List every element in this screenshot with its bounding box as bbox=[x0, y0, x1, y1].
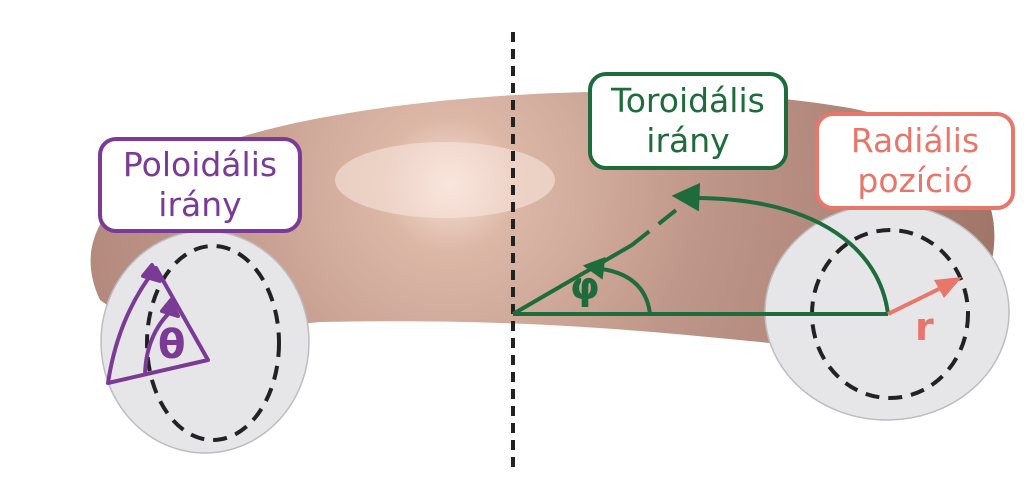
toroidal-direction-label: Toroidális irány bbox=[588, 72, 788, 170]
toroidal-angle-marker bbox=[511, 182, 890, 316]
radial-label-line1: Radiális bbox=[850, 121, 980, 160]
poloidal-label-line2: irány bbox=[158, 185, 242, 224]
toroidal-label-line2: irány bbox=[646, 121, 730, 160]
left-cross-section bbox=[100, 230, 310, 454]
radial-arrow bbox=[887, 277, 962, 316]
radial-position-label: Radiális pozíció bbox=[815, 112, 1015, 210]
radial-label-line2: pozíció bbox=[857, 161, 973, 200]
phi-symbol: φ bbox=[570, 264, 600, 308]
poloidal-direction-label: Poloidális irány bbox=[98, 137, 302, 233]
poloidal-angle-marker bbox=[106, 263, 210, 385]
r-symbol: r bbox=[915, 305, 934, 349]
poloidal-label-line1: Poloidális bbox=[122, 145, 278, 184]
torus-highlight bbox=[335, 142, 555, 218]
left-inner-dashed-circle bbox=[145, 244, 281, 442]
toroidal-label-line1: Toroidális bbox=[611, 81, 765, 120]
theta-symbol: θ bbox=[158, 322, 186, 368]
